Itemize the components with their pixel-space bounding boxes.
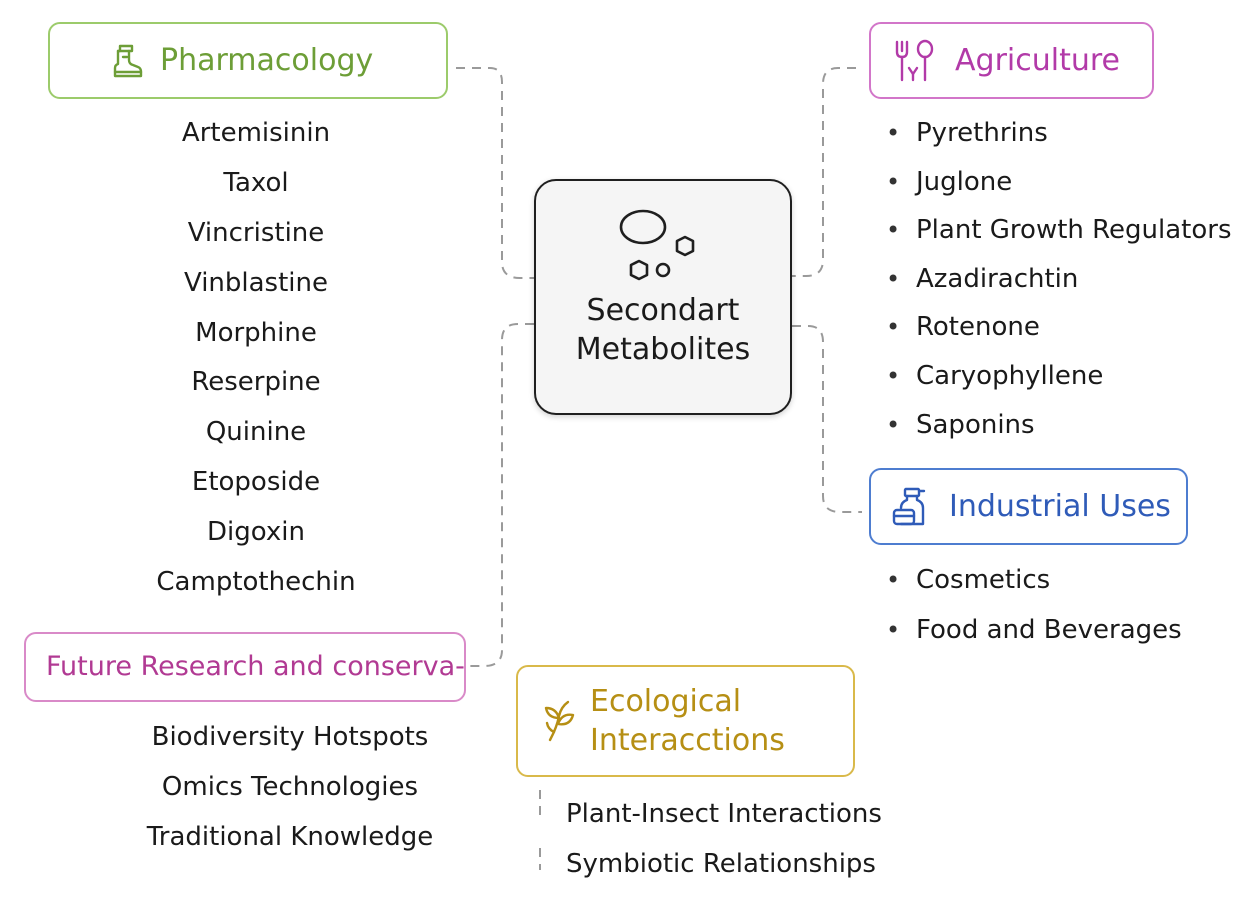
molecules-icon — [615, 209, 711, 283]
pharmacology-list-item: Camptothechin — [156, 567, 356, 598]
agriculture-list: PyrethrinsJuglonePlant Growth Regulators… — [886, 113, 1232, 453]
industrial-uses-node[interactable]: Industrial Uses — [869, 468, 1188, 545]
pharmacology-list-item: Quinine — [205, 417, 307, 448]
ecological-interactions-node[interactable]: Ecological Interacctions — [516, 665, 855, 777]
agriculture-label: Agriculture — [955, 42, 1120, 78]
agriculture-list-item: Juglone — [886, 162, 1232, 211]
agriculture-list-item: Pyrethrins — [886, 113, 1232, 162]
industrial-uses-list: CosmeticsFood and Beverages — [886, 560, 1182, 659]
pharmacology-list-item: Morphine — [195, 317, 317, 348]
agriculture-node[interactable]: Agriculture — [869, 22, 1154, 99]
connector-agriculture — [792, 67, 856, 277]
future-list-item: Omics Technologies — [161, 772, 419, 802]
agriculture-list-item: Azadirachtin — [886, 259, 1232, 308]
spray-bottle-icon — [891, 486, 931, 528]
future-research-node[interactable]: Future Research and conserva- — [24, 632, 466, 702]
fork-spoon-icon — [893, 38, 937, 84]
center-title: Secondart Metabolites — [575, 293, 751, 367]
future-list-item: Traditional Knowledge — [146, 822, 434, 852]
ecological-list-item: Symbiotic Relationships — [566, 848, 876, 879]
industrial-list-item: Food and Beverages — [886, 610, 1182, 660]
pharmacology-list-item: Artemisinin — [181, 118, 331, 148]
pharmacology-list-item: Vincristine — [187, 217, 325, 248]
pharmacology-list-item: Vinblastine — [183, 267, 328, 298]
industrial-list-item: Cosmetics — [886, 560, 1182, 610]
pharmacology-list-item: Taxol — [223, 167, 289, 198]
ecological-interactions-label: Ecological Interacctions — [590, 684, 785, 758]
future-list-item: Biodiversity Hotspots — [151, 722, 429, 752]
agriculture-list-item: Caryophyllene — [886, 356, 1232, 405]
industrial-uses-label: Industrial Uses — [949, 488, 1171, 524]
center-node[interactable]: Secondart Metabolites — [534, 179, 792, 415]
agriculture-list-item: Plant Growth Regulators — [886, 210, 1232, 259]
pharmacology-list-item: Etoposide — [191, 467, 321, 498]
pharmacology-list-item: Reserpine — [191, 367, 321, 398]
connector-industrial — [792, 325, 862, 513]
agriculture-list-item: Saponins — [886, 405, 1232, 454]
boot-icon — [110, 43, 144, 79]
plant-sprout-icon — [542, 699, 576, 743]
pharmacology-list-item: Digoxin — [207, 517, 305, 548]
pharmacology-node[interactable]: Pharmacology — [48, 22, 448, 99]
connector-pharmacology — [456, 67, 534, 279]
connector-future — [468, 323, 534, 667]
pharmacology-label: Pharmacology — [160, 42, 374, 78]
agriculture-list-item: Rotenone — [886, 307, 1232, 356]
ecological-list-item: Plant-Insect Interactions — [566, 799, 882, 829]
future-research-label: Future Research and conserva- — [46, 650, 465, 682]
